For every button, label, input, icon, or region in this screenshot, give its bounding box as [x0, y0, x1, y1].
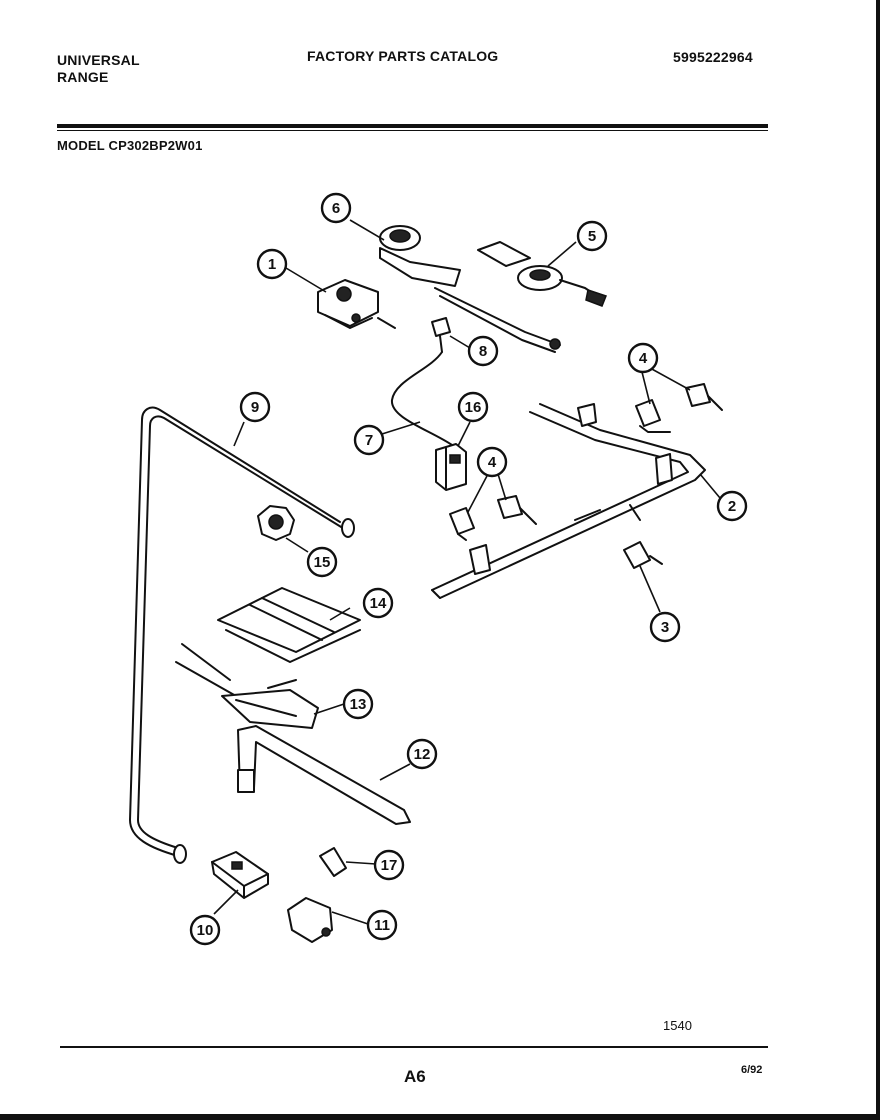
- svg-text:3: 3: [661, 619, 669, 636]
- brand-name: UNIVERSAL RANGE: [57, 52, 197, 86]
- brand-line-1: UNIVERSAL: [57, 52, 140, 68]
- part-4-lower-drawing: [449, 495, 537, 541]
- part-5-drawing: [477, 241, 607, 307]
- footer-rule: [60, 1046, 768, 1048]
- callout-10: 10: [189, 914, 221, 946]
- catalog-number: 5995222964: [673, 49, 753, 65]
- svg-text:14: 14: [370, 595, 387, 612]
- svg-text:4: 4: [488, 454, 497, 471]
- svg-text:9: 9: [251, 399, 259, 416]
- part-1-drawing: [317, 279, 396, 329]
- part-3-drawing: [623, 541, 663, 569]
- svg-text:11: 11: [374, 917, 390, 934]
- part-12-drawing: [237, 725, 411, 825]
- callout-1: 1: [256, 248, 288, 280]
- catalog-title: FACTORY PARTS CATALOG: [307, 48, 499, 64]
- publish-date: 6/92: [741, 1064, 763, 1076]
- callout-11: 11: [366, 909, 398, 941]
- page-id: A6: [404, 1067, 426, 1086]
- svg-text:17: 17: [381, 857, 398, 874]
- callout-16: 16: [457, 391, 489, 423]
- svg-text:8: 8: [479, 343, 487, 360]
- model-line: MODEL CP302BP2W01: [57, 137, 203, 154]
- header-rule-thin: [57, 130, 768, 131]
- callout-5: 5: [576, 220, 608, 252]
- leader-lines: [213, 219, 721, 925]
- svg-text:12: 12: [414, 746, 431, 763]
- callout-7: 7: [353, 424, 385, 456]
- svg-text:16: 16: [465, 399, 482, 416]
- svg-text:6: 6: [332, 200, 340, 217]
- scan-border-bottom: [0, 1114, 880, 1120]
- callout-4-lower: 4: [476, 446, 508, 478]
- part-15-drawing: [257, 505, 295, 541]
- part-8-drawing: [431, 317, 451, 353]
- brand-line-2: RANGE: [57, 69, 109, 85]
- model-label: MODEL: [57, 138, 105, 153]
- figure-number: 1540: [663, 1018, 692, 1033]
- callout-8: 8: [467, 335, 499, 367]
- part-10-drawing: [211, 851, 269, 899]
- callout-6: 6: [320, 192, 352, 224]
- callout-14: 14: [362, 587, 394, 619]
- callout-12: 12: [406, 738, 438, 770]
- svg-text:10: 10: [197, 922, 214, 939]
- part-11-drawing: [287, 897, 333, 943]
- part-2-drawing: [431, 403, 706, 599]
- scan-border-right: [876, 0, 880, 1120]
- svg-text:15: 15: [314, 554, 331, 571]
- part-4-upper-drawing: [635, 383, 723, 433]
- svg-text:7: 7: [365, 432, 373, 449]
- callout-15: 15: [306, 546, 338, 578]
- svg-text:4: 4: [639, 350, 648, 367]
- part-7-drawing: [390, 351, 453, 446]
- callout-4-upper: 4: [627, 342, 659, 374]
- part-16-drawing: [435, 443, 467, 491]
- svg-text:1: 1: [268, 256, 276, 273]
- callout-3: 3: [649, 611, 681, 643]
- part-17-drawing: [319, 847, 347, 877]
- svg-text:5: 5: [588, 228, 596, 245]
- callout-17: 17: [373, 849, 405, 881]
- callout-9: 9: [239, 391, 271, 423]
- part-13-drawing: [175, 643, 319, 729]
- model-number: CP302BP2W01: [108, 138, 203, 153]
- callout-13: 13: [342, 688, 374, 720]
- header-rule: [57, 124, 768, 128]
- svg-text:2: 2: [728, 498, 736, 515]
- part-9-drawing: [129, 406, 355, 864]
- callout-2: 2: [716, 490, 748, 522]
- svg-text:13: 13: [350, 696, 367, 713]
- part-14-drawing: [217, 587, 361, 663]
